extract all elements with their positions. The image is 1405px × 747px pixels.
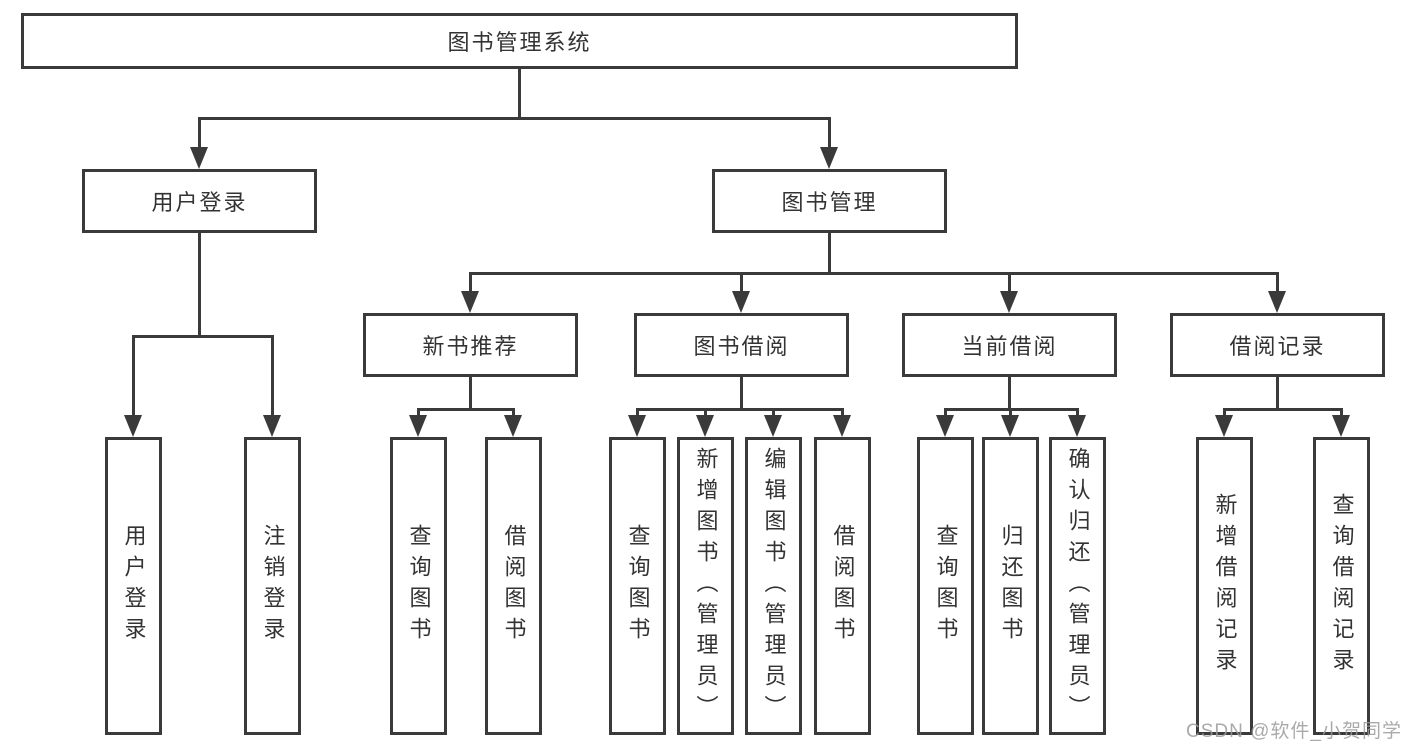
- connector-to-leaf: [271, 335, 274, 417]
- node-label: 查询图书: [625, 524, 651, 648]
- connector-to-leaf: [944, 408, 947, 418]
- connector-to-leaf: [841, 408, 844, 418]
- arrowhead-icon: [409, 415, 427, 437]
- connector-new-book-drop: [469, 377, 472, 408]
- connector-to-leaf: [1340, 408, 1343, 418]
- watermark: CSDN @软件_小贺同学: [1186, 721, 1402, 742]
- connector-user-login-branch: [132, 335, 274, 338]
- leaf-confirm-return-admin: 确认归还（管理员）: [1049, 437, 1106, 735]
- node-current-borrow: 当前借阅: [902, 313, 1117, 377]
- leaf-query-borrow-record: 查询借阅记录: [1313, 437, 1370, 735]
- connector-to-leaf: [512, 408, 515, 418]
- connector-to-leaf: [772, 408, 775, 418]
- leaf-return-books: 归还图书: [982, 437, 1039, 735]
- connector-to-user-login: [198, 117, 201, 149]
- arrowhead-icon: [461, 291, 479, 313]
- connector-root-drop: [518, 69, 521, 117]
- leaf-borrow-books-1: 借阅图书: [485, 437, 542, 735]
- connector-to-leaf: [636, 408, 639, 418]
- node-label: 归还图书: [998, 524, 1024, 648]
- arrowhead-icon: [124, 415, 142, 437]
- leaf-borrow-books-2: 借阅图书: [814, 437, 871, 735]
- connector-to-leaf: [1223, 408, 1226, 418]
- connector-book-management-drop: [828, 233, 831, 275]
- node-label: 用户登录: [151, 190, 248, 215]
- connector-book-management-branch: [469, 272, 1279, 275]
- leaf-user-login: 用户登录: [105, 437, 162, 735]
- connector-to-leaf: [704, 408, 707, 418]
- leaf-query-books-3: 查询图书: [917, 437, 974, 735]
- arrowhead-icon: [820, 147, 838, 169]
- leaf-query-books-2: 查询图书: [609, 437, 666, 735]
- arrowhead-icon: [628, 415, 646, 437]
- arrowhead-icon: [764, 415, 782, 437]
- node-label: 借阅图书: [830, 524, 856, 648]
- node-label: 新增图书（管理员）: [693, 446, 719, 726]
- arrowhead-icon: [833, 415, 851, 437]
- arrowhead-icon: [504, 415, 522, 437]
- arrowhead-icon: [263, 415, 281, 437]
- node-borrow-records: 借阅记录: [1170, 313, 1385, 377]
- leaf-query-books-1: 查询图书: [390, 437, 447, 735]
- arrowhead-icon: [1001, 415, 1019, 437]
- node-label: 新书推荐: [422, 334, 519, 359]
- node-label: 当前借阅: [961, 334, 1058, 359]
- node-label: 借阅记录: [1229, 334, 1326, 359]
- connector-to-current-borrow: [1008, 272, 1011, 294]
- node-label: 图书管理系统: [447, 30, 592, 55]
- node-label: 查询图书: [933, 524, 959, 648]
- node-new-book-recommend: 新书推荐: [363, 313, 578, 377]
- arrowhead-icon: [1332, 415, 1350, 437]
- connector-borrow-records-drop: [1276, 377, 1279, 408]
- node-user-login: 用户登录: [82, 169, 317, 233]
- connector-to-borrow-records: [1276, 272, 1279, 294]
- arrowhead-icon: [1068, 415, 1086, 437]
- connector-to-new-book: [469, 272, 472, 294]
- arrowhead-icon: [1268, 291, 1286, 313]
- leaf-add-borrow-record: 新增借阅记录: [1196, 437, 1253, 735]
- node-root: 图书管理系统: [21, 13, 1018, 69]
- arrowhead-icon: [190, 147, 208, 169]
- arrowhead-icon: [696, 415, 714, 437]
- connector-user-login-drop: [198, 233, 201, 335]
- node-label: 用户登录: [121, 524, 147, 648]
- connector-book-borrow-drop: [740, 377, 743, 408]
- arrowhead-icon: [1215, 415, 1233, 437]
- arrowhead-icon: [732, 291, 750, 313]
- arrowhead-icon: [936, 415, 954, 437]
- node-label: 确认归还（管理员）: [1065, 446, 1091, 726]
- connector-to-leaf: [132, 335, 135, 417]
- connector-current-borrow-drop: [1008, 377, 1011, 408]
- node-label: 图书管理: [781, 190, 878, 215]
- node-label: 编辑图书（管理员）: [761, 446, 787, 726]
- leaf-add-book-admin: 新增图书（管理员）: [677, 437, 734, 735]
- connector-borrow-records-branch: [1223, 408, 1343, 411]
- node-label: 新增借阅记录: [1212, 493, 1238, 679]
- node-book-borrow: 图书借阅: [634, 313, 849, 377]
- connector-to-book-borrow: [740, 272, 743, 294]
- node-label: 查询借阅记录: [1329, 493, 1355, 679]
- leaf-edit-book-admin: 编辑图书（管理员）: [745, 437, 802, 735]
- node-book-management: 图书管理: [712, 169, 947, 233]
- connector-to-leaf: [417, 408, 420, 418]
- connector-to-book-management: [828, 117, 831, 149]
- node-label: 借阅图书: [501, 524, 527, 648]
- connector-book-borrow-branch: [636, 408, 844, 411]
- arrowhead-icon: [1000, 291, 1018, 313]
- connector-to-leaf: [1076, 408, 1079, 418]
- node-label: 查询图书: [406, 524, 432, 648]
- connector-to-leaf: [1009, 408, 1012, 418]
- node-label: 图书借阅: [693, 334, 790, 359]
- node-label: 注销登录: [260, 524, 286, 648]
- connector-root-branch: [198, 117, 831, 120]
- leaf-logout: 注销登录: [244, 437, 301, 735]
- connector-new-book-branch: [417, 408, 515, 411]
